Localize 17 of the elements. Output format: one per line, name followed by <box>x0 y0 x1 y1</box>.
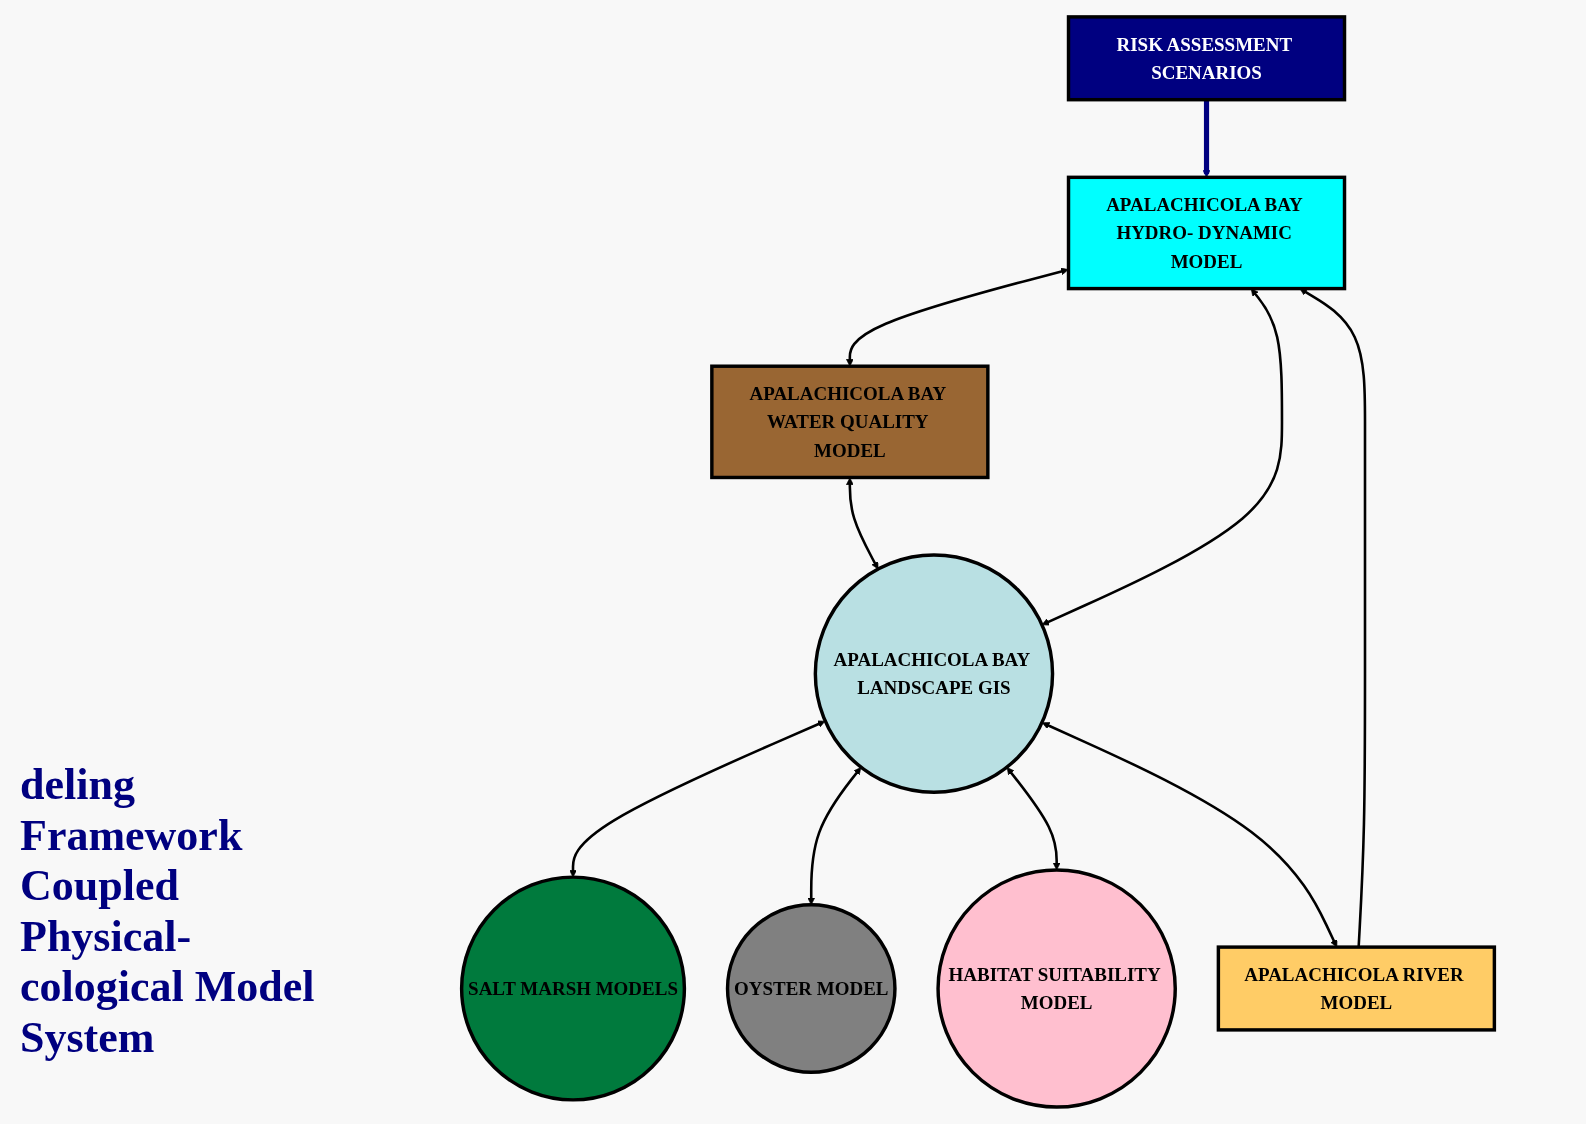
arrow <box>569 720 826 878</box>
node-circle: OYSTER MODEL <box>725 903 897 1074</box>
node-box: RISK ASSESSMENT SCENARIOS <box>1066 15 1347 102</box>
arrow <box>1041 722 1338 948</box>
arrow <box>1006 767 1061 871</box>
arrow <box>1202 99 1211 178</box>
arrow <box>807 767 862 906</box>
node-box: APALACHICOLA BAY WATER QUALITY MODEL <box>710 364 990 480</box>
diagram-title: deling Framework Coupled Physical- cological Model System <box>20 760 316 1064</box>
node-circle: SALT MARSH MODELS <box>459 875 687 1102</box>
arrow <box>1041 288 1284 626</box>
node-box: APALACHICOLA BAY HYDRO- DYNAMIC MODEL <box>1066 175 1347 291</box>
node-circle: APALACHICOLA BAY LANDSCAPE GIS <box>813 553 1055 794</box>
arrow <box>846 477 879 570</box>
node-box: APALACHICOLA RIVER MODEL <box>1216 945 1497 1032</box>
node-circle: HABITAT SUITABILITY MODEL <box>936 868 1177 1109</box>
arrow <box>1299 288 1367 948</box>
